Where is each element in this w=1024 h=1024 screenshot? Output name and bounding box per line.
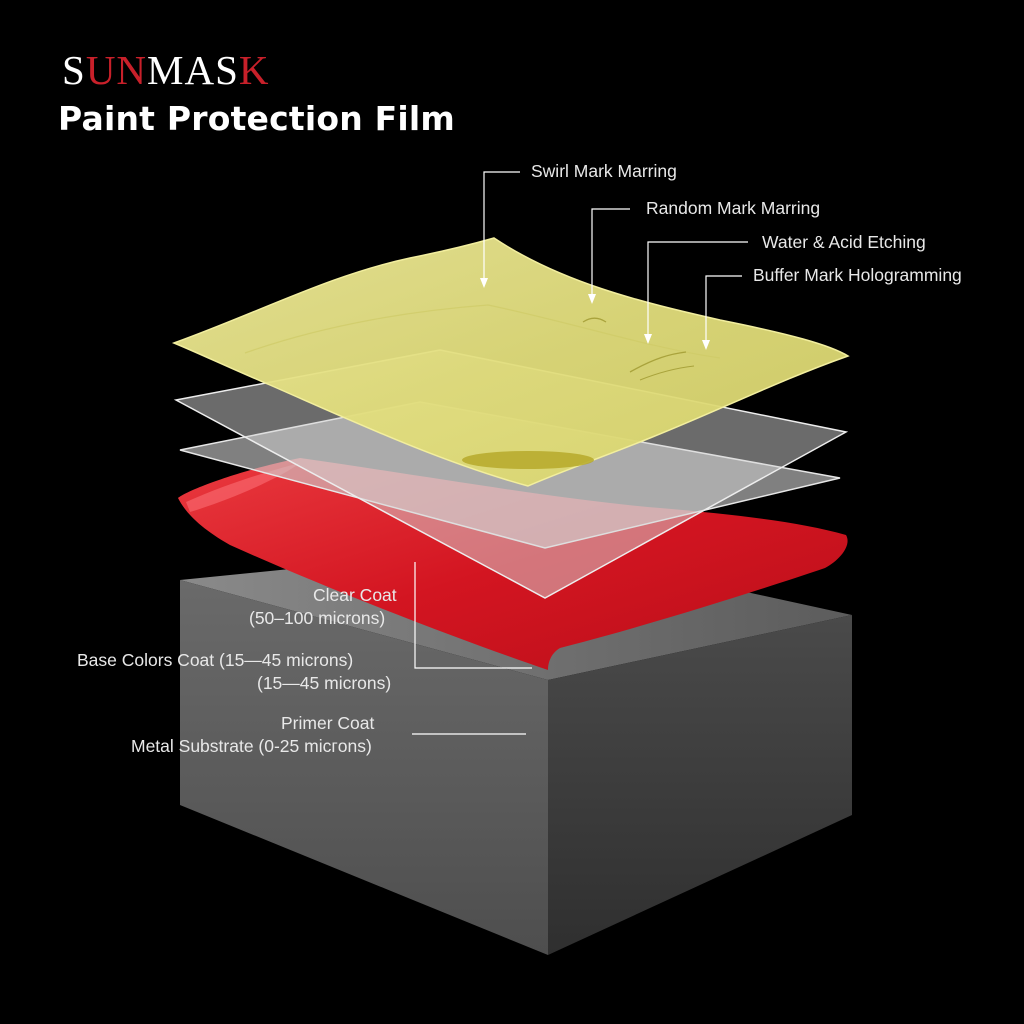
leader-swirl [483, 171, 520, 282]
label-primer: Primer Coat [281, 713, 375, 733]
page-title: Paint Protection Film [58, 99, 455, 138]
hologram-mark [639, 365, 695, 381]
label-clear-coat-thickness: (50–100 microns) [249, 608, 386, 628]
leader-etching-arrowhead [644, 334, 652, 344]
ppf-film-reflection [462, 451, 594, 469]
leader-random [591, 208, 630, 298]
left-callout-leaders [412, 562, 532, 735]
label-base-color: Base Colors Coat (15—45 microns) [77, 650, 354, 670]
label-clear-coat: Clear Coat [313, 585, 397, 605]
ppf-film-layer [171, 237, 850, 487]
ppf-film-inner-edge [244, 304, 721, 359]
callout-buffer-mark: Buffer Mark Hologramming [753, 265, 962, 285]
leader-random-arrowhead [588, 294, 596, 304]
swirl-mark [582, 317, 607, 323]
label-base-color-thickness: (15—45 microns) [257, 673, 392, 693]
callout-random-mark: Random Mark Marring [646, 198, 821, 218]
brand-logo-part: K [238, 47, 270, 93]
callout-water-acid: Water & Acid Etching [762, 232, 926, 252]
leader-hologram-arrowhead [702, 340, 710, 350]
brand-logo-part: MAS [147, 47, 239, 93]
leader-base-color [414, 562, 532, 669]
substrate-front-face [180, 580, 548, 955]
callout-swirl-mark: Swirl Mark Marring [531, 161, 677, 181]
brand-logo-part: S [62, 47, 86, 93]
brand-logo-part: UN [85, 47, 148, 93]
ppf-film-sheet [171, 237, 850, 487]
leader-etching [647, 241, 748, 338]
substrate-side-face [548, 615, 852, 955]
label-substrate: Metal Substrate (0-25 miсгons) [131, 736, 372, 756]
etching-mark [629, 351, 687, 373]
leader-hologram [705, 275, 742, 344]
leader-swirl-arrowhead [480, 278, 488, 288]
brand-logo: SUNMASK [62, 50, 270, 91]
top-callout-leaders [480, 171, 748, 350]
